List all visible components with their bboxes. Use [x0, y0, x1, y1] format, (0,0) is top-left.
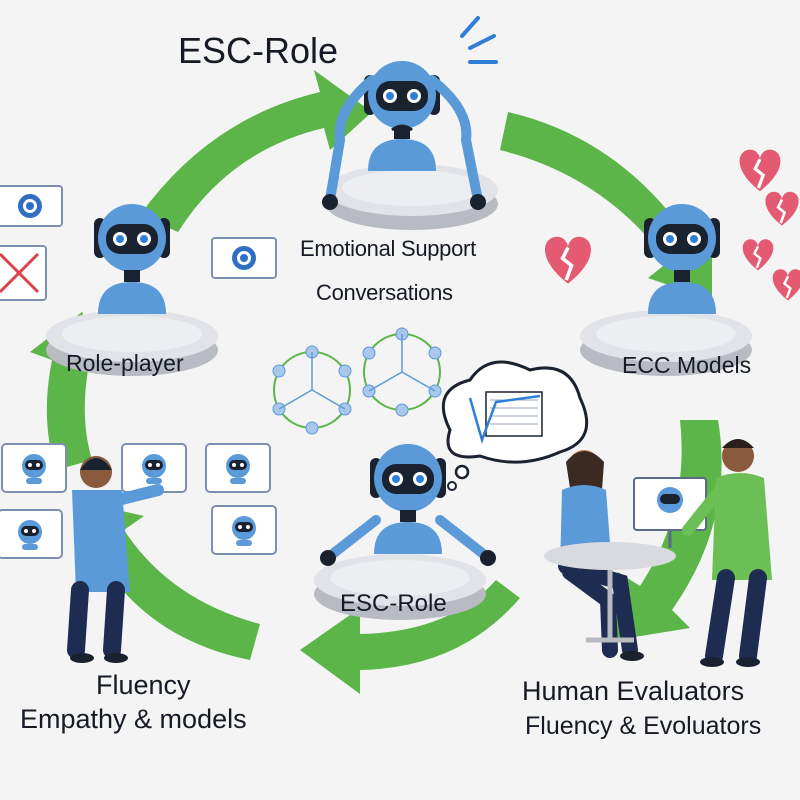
emotional-support-label: Emotional Support [300, 236, 476, 261]
envelope-icon [0, 185, 63, 227]
presenter-person-icon [67, 456, 164, 663]
broken-heart-icon [764, 190, 800, 227]
role-player-label: Role-player [66, 350, 184, 376]
esc-role-center-label: ESC-Role [340, 590, 447, 617]
screen-robot-icon [0, 509, 63, 559]
table-icon [544, 542, 676, 643]
broken-heart-icon [737, 147, 783, 193]
empathy-models-label: Empathy & models [20, 704, 247, 734]
broken-heart-icon [771, 268, 800, 302]
screen-robot-icon [1, 443, 67, 493]
role-player-robot-icon [94, 204, 170, 314]
arrow-top-right [500, 112, 712, 300]
broken-heart-icon [543, 235, 593, 286]
screen-robot-icon [121, 443, 187, 493]
envelope-icon [211, 237, 277, 279]
fluency-label: Fluency [96, 670, 191, 700]
conversations-label: Conversations [316, 280, 453, 305]
screen-robot-icon [211, 505, 277, 555]
molecule-icon [272, 345, 352, 435]
top-robot-icon [322, 16, 498, 210]
ecc-models-label: ECC Models [622, 352, 752, 378]
evaluator-man-icon [682, 439, 772, 667]
broken-heart-icon [741, 237, 775, 272]
arrow-top-left [140, 70, 372, 232]
molecule-icon [362, 327, 442, 417]
ecc-robot-icon [644, 204, 720, 314]
cross-icon [0, 245, 47, 301]
human-evaluators-label: Human Evaluators [522, 676, 745, 706]
fluency-evaluators-label: Fluency & Evoluators [525, 712, 762, 740]
esc-role-title: ESC-Role [178, 30, 339, 71]
center-robot-icon [320, 444, 496, 566]
screen-robot-icon [205, 443, 271, 493]
chart-icon [441, 360, 589, 491]
